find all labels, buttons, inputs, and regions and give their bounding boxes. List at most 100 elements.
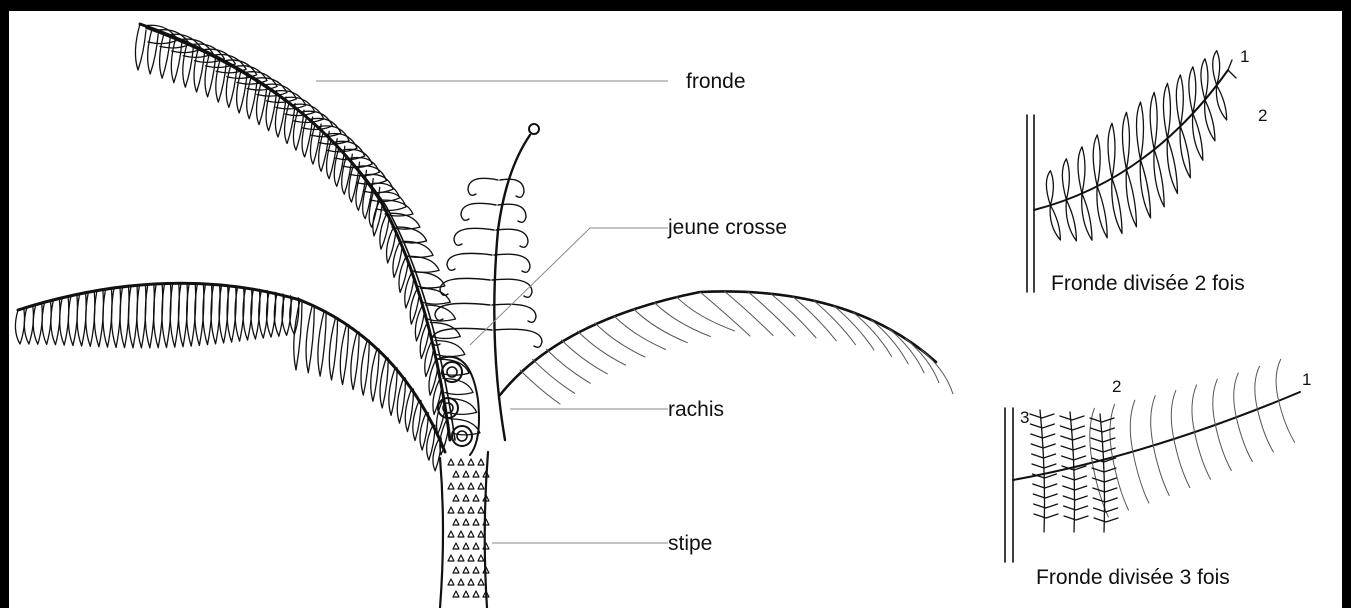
- young-crozier: [432, 124, 542, 455]
- trunk-scale: [458, 531, 464, 537]
- pinna: [77, 294, 86, 346]
- pinna: [237, 70, 248, 113]
- leaflet: [1093, 135, 1100, 186]
- pinna: [15, 310, 24, 344]
- pinna: [654, 302, 710, 336]
- trunk-scale: [473, 567, 479, 573]
- trunk-scale: [463, 543, 469, 549]
- pinnule: [1093, 498, 1117, 502]
- pinna: [160, 33, 171, 78]
- trunk-scale: [468, 555, 474, 561]
- trunk-scale: [468, 483, 474, 489]
- crozier-hook-left: [432, 328, 492, 345]
- trunk-scale: [463, 495, 469, 501]
- pinna: [137, 285, 146, 348]
- leaflet: [1216, 85, 1226, 120]
- crozier-hook-right: [496, 229, 528, 247]
- pinnule: [1064, 516, 1088, 520]
- crozier-hook-left: [435, 303, 490, 320]
- trunk-scale: [478, 579, 484, 585]
- trunk-scale: [453, 567, 459, 573]
- pinnule: [1094, 518, 1118, 522]
- leaflet: [1150, 92, 1157, 149]
- trunk-scale: [478, 483, 484, 489]
- leaflet: [1078, 147, 1085, 194]
- trunk-scale: [448, 555, 454, 561]
- pinna: [380, 358, 388, 408]
- pinnule: [1030, 424, 1054, 428]
- frond-left-arch: [15, 283, 445, 471]
- trunk-scale: [473, 591, 479, 597]
- trunk-scale: [473, 543, 479, 549]
- pinna: [183, 43, 194, 87]
- pinna: [294, 300, 302, 370]
- pinna: [128, 286, 137, 348]
- inset-frond-divided-thrice: 1 2 3 Fronde divisée 3 fois: [1005, 359, 1311, 589]
- crozier-hook-right: [492, 304, 536, 322]
- leaflet: [1097, 186, 1107, 237]
- leaflet: [1180, 126, 1190, 177]
- leaflet: [1137, 102, 1144, 160]
- inset3-marker-3: 3: [1020, 408, 1029, 427]
- inset3-marker-2: 2: [1112, 377, 1121, 396]
- trunk-scale: [468, 459, 474, 465]
- trunk-scale: [473, 471, 479, 477]
- trunk-scale: [458, 459, 464, 465]
- pinna: [33, 305, 42, 345]
- leaflet-tip: [1228, 60, 1236, 78]
- pinna: [148, 28, 159, 74]
- leaflet-lower: [1236, 417, 1252, 461]
- pinnule: [1030, 414, 1054, 418]
- leaflet-lower: [1174, 439, 1190, 488]
- trunk-scale: [448, 579, 454, 585]
- pinna: [145, 284, 154, 347]
- trunk-scale: [453, 495, 459, 501]
- pinnule: [1063, 496, 1087, 500]
- leaflet: [1046, 171, 1053, 206]
- crozier-hook-right: [494, 329, 542, 347]
- leaflet-lower: [1257, 409, 1273, 452]
- leaflet: [1140, 160, 1150, 218]
- inset2-marker-1: 1: [1240, 47, 1249, 66]
- pinna: [748, 292, 795, 336]
- leaflet-upper: [1090, 408, 1095, 462]
- trunk-scale: [463, 519, 469, 525]
- leaflet: [1050, 205, 1060, 240]
- trunk-scale: [473, 519, 479, 525]
- trunk-scale: [468, 531, 474, 537]
- leaflet: [1201, 59, 1208, 100]
- leaflet: [1176, 75, 1183, 126]
- trunk-scale: [458, 579, 464, 585]
- trunk-scale: [458, 555, 464, 561]
- trunk-scale: [463, 471, 469, 477]
- leaflet: [1205, 100, 1215, 141]
- inset3-caption: Fronde divisée 3 fois: [1036, 566, 1230, 589]
- pinna: [318, 311, 326, 376]
- trunk-scale: [458, 507, 464, 513]
- trunk-scale: [453, 519, 459, 525]
- inset2-caption: Fronde divisée 2 fois: [1051, 272, 1245, 295]
- crozier-hook-left: [468, 178, 498, 195]
- pinnule: [1034, 504, 1058, 508]
- leaflet-upper: [1213, 379, 1218, 425]
- trunk-scale: [468, 579, 474, 585]
- inset3-marker-1: 1: [1302, 370, 1311, 389]
- leaflet-lower: [1133, 452, 1149, 503]
- pinna: [171, 38, 182, 83]
- leader-lines: [316, 81, 668, 543]
- frond-upper-left: [135, 24, 480, 455]
- crozier-hook-left: [454, 228, 494, 245]
- pinna: [226, 65, 237, 108]
- leaflet: [1167, 138, 1177, 193]
- pinna: [700, 292, 750, 336]
- crozier-hook-left: [461, 203, 496, 220]
- pinna: [533, 359, 575, 393]
- label-jeune-crosse: jeune crosse: [667, 216, 787, 239]
- pinna: [205, 53, 216, 97]
- trunk-scale: [453, 543, 459, 549]
- leaflet-lower: [1195, 432, 1211, 479]
- leaflet: [1163, 83, 1170, 138]
- pinna: [24, 307, 33, 344]
